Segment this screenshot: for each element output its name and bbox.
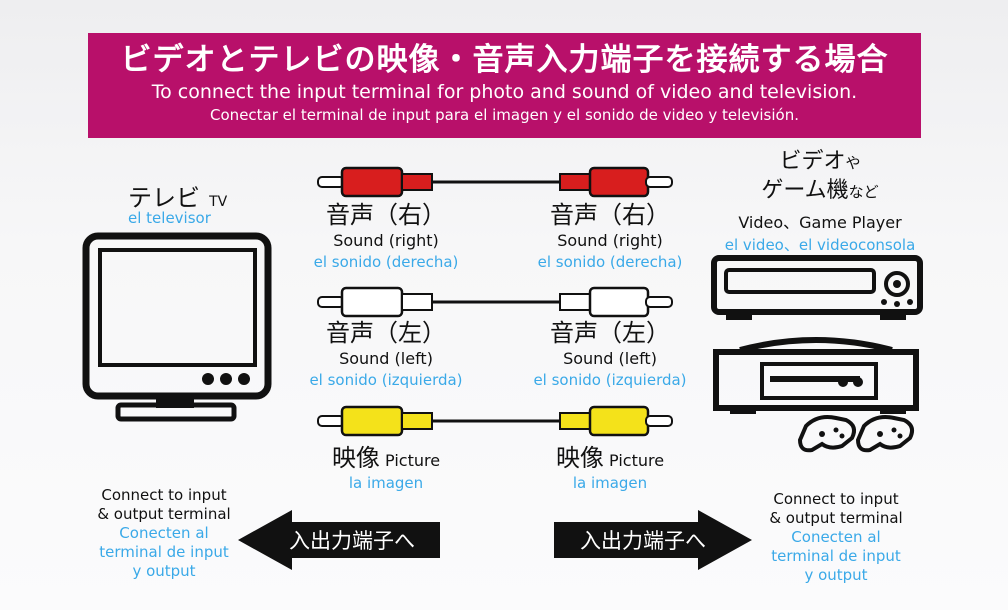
cable-label-right-3: 映像 Picture la imagen [555,444,665,492]
cable-yellow-picture [317,405,673,437]
title-en: To connect the input terminal for photo … [151,81,858,103]
device-label-jp: ビデオや ゲーム機など [761,149,879,203]
tv-icon [82,232,272,422]
game-console-icon [713,337,919,414]
cable-label-right-2: 音声（左） Sound (left) el sonido (izquierda) [533,319,687,389]
connect-note-left: Connect to input & output terminal Conec… [97,486,231,580]
tv-label-en: TV [209,194,228,210]
connect-note-right: Connect to input & output terminal Conec… [769,490,903,584]
tv-label-jp: テレビ [128,184,200,212]
arrow-right-label: 入出力端子へ [580,529,706,553]
title-jp: ビデオとテレビの映像・音声入力端子を接続する場合 [120,42,889,78]
header-banner: ビデオとテレビの映像・音声入力端子を接続する場合 To connect the … [88,33,921,138]
cable-red-right [317,166,673,198]
tv-label-es: el televisor [128,209,211,227]
device-label-es: el video、el videoconsola [724,236,916,254]
cable-label-right-1: 音声（右） Sound (right) el sonido (derecha) [537,201,683,271]
controller-icon [855,415,914,453]
tv-label: テレビ TV [128,178,258,213]
device-label-en: Video、Game Player [738,213,902,232]
title-es: Conectar el terminal de input para el im… [210,106,799,124]
cable-label-left-2: 音声（左） Sound (left) el sonido (izquierda) [309,319,463,389]
cable-white-left [317,286,673,318]
cable-label-left-3: 映像 Picture la imagen [331,444,441,492]
arrow-left-icon [238,510,440,570]
arrow-right-icon [554,510,752,570]
cable-label-left-1: 音声（右） Sound (right) el sonido (derecha) [313,201,459,271]
video-player-icon [711,255,923,320]
controller-icon [797,415,856,453]
arrow-left-label: 入出力端子へ [289,529,415,553]
